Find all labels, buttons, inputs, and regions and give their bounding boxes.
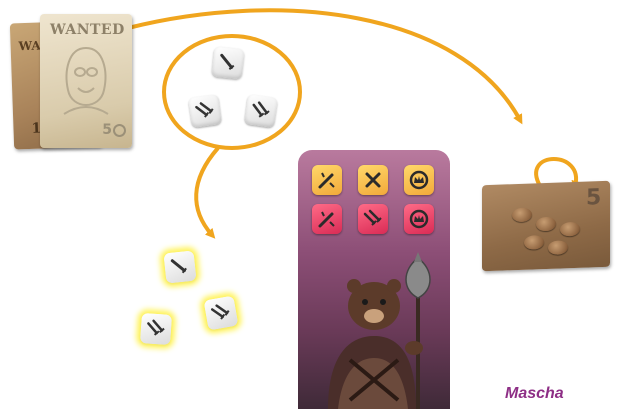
- card-slot-red-2: [358, 204, 388, 234]
- card-slot-red-3: [404, 204, 434, 234]
- die-result-one-sword: [164, 251, 197, 284]
- card-slot-yellow-2: [358, 165, 388, 195]
- poster-back-title: WA: [18, 39, 41, 54]
- character-card: [298, 150, 450, 409]
- coin-icon: [113, 124, 126, 137]
- bandit-portrait-icon: [58, 42, 114, 122]
- die-result-two-swords-right: [204, 296, 239, 331]
- two-swords-icon: [193, 99, 218, 124]
- two-swords-icon: [362, 208, 384, 230]
- one-sword-icon: [216, 51, 240, 75]
- arrow-poster-to-board: [128, 10, 520, 120]
- die-top-two-swords-right: [244, 94, 278, 128]
- two-swords-icon: [144, 317, 167, 340]
- crown-icon: [408, 208, 430, 230]
- poster-title: WANTED: [50, 22, 125, 38]
- two-swords-icon: [208, 300, 233, 325]
- two-swords-icon: [249, 99, 274, 124]
- card-slot-yellow-1: [312, 165, 342, 195]
- coin-icon: [524, 235, 544, 250]
- die-result-two-swords-left: [140, 313, 172, 345]
- sword-burst-icon: [316, 169, 338, 191]
- arrow-circle-to-dice: [196, 148, 218, 235]
- cross-icon: [362, 169, 384, 191]
- die-top-one-sword: [212, 47, 245, 80]
- reward-board-number: 5: [586, 185, 601, 211]
- wanted-poster-front: WANTED 5: [40, 14, 132, 148]
- reward-board: 5: [482, 181, 610, 271]
- one-sword-icon: [168, 255, 192, 279]
- character-name: Mascha: [505, 385, 564, 403]
- poster-reward: 5: [102, 122, 112, 138]
- crown-icon: [408, 169, 430, 191]
- coin-icon: [548, 240, 568, 255]
- card-slot-red-1: [312, 204, 342, 234]
- coin-icon: [536, 217, 556, 232]
- coin-icon: [512, 207, 532, 222]
- die-top-two-swords-left: [188, 94, 222, 128]
- bear-character-illustration: [298, 250, 450, 409]
- card-slot-yellow-3: [404, 165, 434, 195]
- sword-burst-icon: [316, 208, 338, 230]
- coin-icon: [560, 222, 580, 237]
